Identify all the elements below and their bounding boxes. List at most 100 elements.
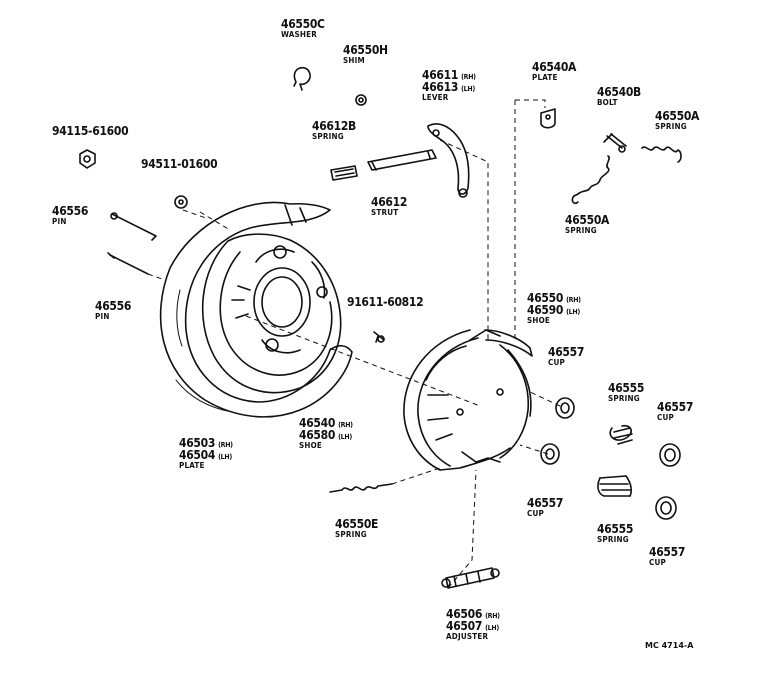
part-number: 46550E — [335, 518, 378, 530]
part-number: 46557 — [649, 546, 685, 558]
part-number: 46507(LH) — [446, 620, 500, 632]
part-name: SHIM — [343, 56, 365, 65]
side-suffix: (LH) — [218, 453, 232, 461]
part-number-text: 94511-01600 — [141, 157, 218, 171]
part-number-text: 46613 — [422, 80, 459, 94]
part-number-text: 46556 — [95, 299, 132, 313]
label-plate-backing: 46503(RH)46504(LH)PLATE — [179, 437, 233, 470]
side-suffix: (RH) — [338, 421, 353, 429]
shim-part — [355, 94, 367, 106]
part-number: 46555 — [608, 382, 644, 394]
part-name: PIN — [95, 312, 110, 321]
side-suffix: (LH) — [461, 85, 475, 93]
part-name: LEVER — [422, 93, 449, 102]
part-number: 46590(LH) — [527, 304, 581, 316]
part-name: SPRING — [565, 226, 597, 235]
part-number-text: 46556 — [52, 204, 89, 218]
part-number-text: 46540A — [532, 60, 577, 74]
part-name: STRUT — [371, 208, 399, 217]
part-number-text: 46550H — [343, 43, 388, 57]
part-number: 46506(RH) — [446, 608, 500, 620]
part-name: SPRING — [597, 535, 629, 544]
part-number-text: 91611-60812 — [347, 295, 424, 309]
part-number: 46503(RH) — [179, 437, 233, 449]
part-number-text: 46557 — [649, 545, 686, 559]
label-lever: 46611(RH)46613(LH) LEVER — [422, 69, 476, 102]
part-name: ADJUSTER — [446, 632, 489, 641]
side-suffix: (RH) — [218, 441, 233, 449]
part-number: 46550C — [281, 18, 325, 30]
spring-part-a2 — [573, 155, 610, 197]
part-number-text: 46550 — [527, 291, 564, 305]
part-number-text: 46557 — [548, 345, 585, 359]
label-shoe-bottom: 46540(RH)46580(LH)SHOE — [299, 417, 353, 450]
washer-2-part — [174, 195, 188, 209]
side-suffix: (LH) — [566, 308, 580, 316]
spring-555-bottom-part — [599, 475, 631, 497]
spring-e-part — [329, 483, 393, 493]
brake-shoes-part — [403, 329, 533, 471]
part-number: 46612B — [312, 120, 356, 132]
part-number: 46580(LH) — [299, 429, 353, 441]
cup-2-part — [659, 443, 681, 467]
part-number: 46611(RH) — [422, 69, 476, 81]
part-number-text: 46540B — [597, 85, 641, 99]
part-name: BOLT — [597, 98, 618, 107]
part-number-text: 46507 — [446, 619, 483, 633]
pin-mid-part — [109, 254, 149, 275]
spring-part-a1 — [641, 146, 682, 163]
part-name: SHOE — [527, 316, 551, 325]
part-name: SHOE — [299, 441, 323, 450]
part-number-text: 46550E — [335, 517, 379, 531]
part-number: 46556 — [52, 205, 88, 217]
part-number-text: 46580 — [299, 428, 336, 442]
part-name: PIN — [52, 217, 67, 226]
part-name: PLATE — [532, 73, 558, 82]
cup-4-part — [655, 496, 677, 520]
part-name: SPRING — [312, 132, 344, 141]
part-name: SPRING — [655, 122, 687, 131]
side-suffix: (RH) — [461, 73, 476, 81]
part-number-text: 46612B — [312, 119, 356, 133]
bolt-part — [603, 133, 627, 149]
part-number: 46540(RH) — [299, 417, 353, 429]
part-number: 46504(LH) — [179, 449, 233, 461]
part-number: 46550A — [655, 110, 699, 122]
part-number-text: 46504 — [179, 448, 216, 462]
part-name: WASHER — [281, 30, 318, 39]
pin-top-part — [111, 213, 157, 241]
side-suffix: (LH) — [338, 433, 352, 441]
part-name: CUP — [657, 413, 674, 422]
part-number: 46550A — [565, 214, 609, 226]
part-number-text: 46550A — [565, 213, 610, 227]
nut-part — [79, 149, 96, 169]
part-number-text: 46540 — [299, 416, 336, 430]
spring-b-part — [330, 165, 358, 181]
part-name: CUP — [649, 558, 666, 567]
part-name: CUP — [548, 358, 565, 367]
part-number-text: 46503 — [179, 436, 216, 450]
part-number: 91611-60812 — [347, 295, 424, 309]
side-suffix: (LH) — [485, 624, 499, 632]
part-number-text: 46550A — [655, 109, 700, 123]
part-number-text: 46557 — [657, 400, 694, 414]
part-number: 46557 — [527, 497, 563, 509]
part-number: 46556 — [95, 300, 131, 312]
adjuster-part — [445, 567, 495, 589]
